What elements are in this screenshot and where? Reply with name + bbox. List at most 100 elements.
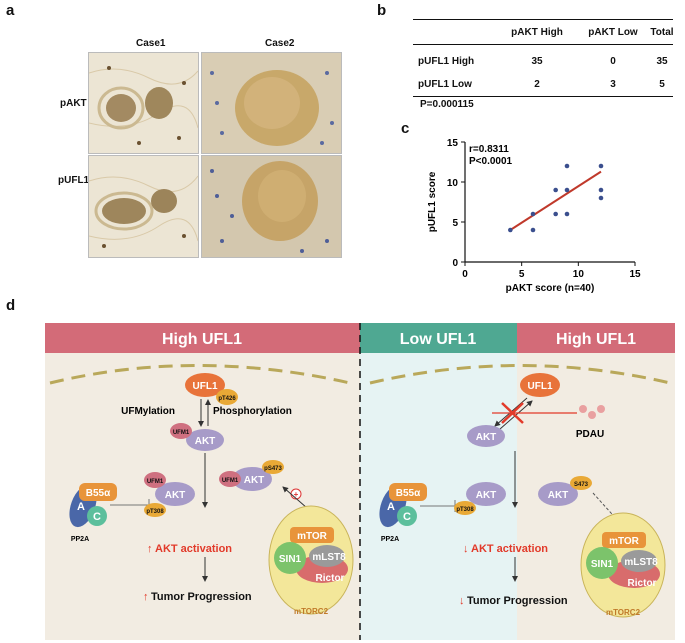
akt-pp2a-node: [155, 482, 195, 506]
table-row: pUFL1 Low 2 3 5: [418, 73, 676, 96]
ps473-node: [262, 460, 284, 474]
pp2a-c-label-right: C: [403, 511, 411, 523]
sin1-node-right: [586, 547, 618, 579]
akt-pp2a-label-right: AKT: [476, 490, 497, 501]
y-axis-label: pUFL1 score: [427, 171, 438, 232]
pdau-label: PDAU: [576, 429, 604, 440]
pt308-label-right: pT308: [456, 507, 474, 513]
ufmylation-label: UFMylation: [121, 406, 175, 417]
ufm1-label: UFM1: [173, 430, 190, 436]
contingency-table: pAKT High pAKT Low Total pUFL1 High 35 0…: [418, 21, 676, 96]
pp2a-c-subunit: [87, 506, 107, 526]
mtor-label: mTOR: [297, 531, 328, 542]
table-cell: pUFL1 Low: [418, 79, 472, 90]
up-arrow-icon: ↑: [147, 543, 153, 555]
case2-label: Case2: [265, 38, 295, 49]
left-header-title: High UFL1: [162, 331, 242, 348]
right-header: [517, 323, 675, 353]
table-bottom-rule: [413, 96, 673, 97]
s473-label: S473: [574, 482, 589, 488]
panel-label-d: d: [6, 297, 16, 314]
tumor-progression-label: Tumor Progression: [151, 591, 252, 603]
pt308-node: [144, 503, 166, 517]
x-tick-label: 15: [629, 269, 641, 280]
pp2a-c-label: C: [93, 511, 101, 523]
mlst8-node-right: [621, 550, 657, 572]
x-axis-label: pAKT score (n=40): [506, 283, 595, 294]
ufm1-pp2a-label: UFM1: [147, 479, 164, 485]
pakt-row-label: pAKT: [60, 98, 87, 109]
scatter-point: [530, 227, 536, 233]
pdau-molecule-icon: [579, 405, 587, 413]
panel-label-b: b: [377, 2, 387, 19]
ufl1-label: UFL1: [193, 381, 218, 392]
sin1-node: [274, 542, 306, 574]
phosphorylation-label: Phosphorylation: [213, 406, 292, 417]
scatter-point: [530, 211, 536, 217]
panel-label-c: c: [401, 120, 410, 137]
scatter-point: [564, 211, 570, 217]
table-cell: 3: [610, 79, 616, 90]
table-header-row: pAKT High pAKT Low Total: [418, 21, 676, 44]
regression-line: [509, 170, 602, 231]
akt-activation-label: AKT activation: [155, 543, 232, 555]
b55-node-right: [389, 483, 427, 501]
ufl1-node: [185, 373, 225, 397]
scatter-point: [598, 187, 604, 193]
mlst8-label: mLST8: [312, 552, 346, 563]
table-header-cell: pAKT Low: [588, 27, 638, 38]
table-header-cell: pAKT High: [511, 27, 563, 38]
b55-label-right: B55α: [396, 488, 421, 499]
ufm1-s473-node: [219, 471, 241, 487]
ihc-image-pufl1-case2: [201, 155, 342, 258]
chart-annotation-r: r=0.8311: [469, 144, 509, 155]
mtor-node: [290, 527, 334, 543]
pt308-label: pT308: [146, 509, 164, 515]
plus-label: +: [294, 490, 299, 499]
pt426-label: pT426: [218, 396, 236, 402]
down-arrow-icon: ↓: [459, 595, 465, 607]
sin1-label: SIN1: [279, 554, 302, 565]
table-row: pUFL1 High 35 0 35: [418, 50, 676, 73]
ufl1-node-right: [520, 373, 560, 397]
sin1-label-right: SIN1: [591, 559, 614, 570]
ihc-image-pakt-case1: [88, 52, 199, 154]
arrow-mtorc2-to-akt: [282, 486, 308, 509]
b55-label: B55α: [86, 488, 111, 499]
akt-activation-label-right: AKT activation: [471, 543, 548, 555]
ihc-image-pakt-case2: [201, 52, 342, 154]
chart-annotation-p: P<0.0001: [469, 156, 513, 167]
pt308-node-right: [454, 501, 476, 515]
middle-header: [360, 323, 517, 353]
scatter-point: [564, 187, 570, 193]
up-arrow-icon: ↑: [143, 591, 149, 603]
y-tick-label: 5: [452, 218, 458, 229]
s473-node: [570, 476, 592, 490]
mtorc2-label-right: mTORC2: [606, 608, 641, 617]
ufm1-pp2a-node: [144, 472, 166, 488]
table-cell: 0: [610, 56, 616, 67]
left-header: [45, 323, 360, 353]
table-header-cell: [418, 21, 496, 44]
ufm1-s473-label: UFM1: [222, 478, 239, 484]
pdau-molecule-icon: [597, 405, 605, 413]
pp2a-c-subunit-right: [397, 506, 417, 526]
middle-background: [360, 323, 517, 640]
akt-node: [186, 429, 224, 451]
akt-pp2a-node-right: [466, 482, 506, 506]
panel-label-a: a: [6, 2, 15, 19]
mlst8-label-right: mLST8: [624, 557, 658, 568]
y-tick-label: 15: [447, 138, 459, 149]
mtorc2-label: mTORC2: [294, 607, 329, 616]
ufl1-label-right: UFL1: [528, 381, 553, 392]
table-cell: 2: [534, 79, 540, 90]
mlst8-node: [309, 545, 345, 567]
case1-label: Case1: [136, 38, 166, 49]
scatter-point: [598, 163, 604, 169]
akt-s473-label-right: AKT: [548, 490, 569, 501]
pp2a-label: PP2A: [71, 536, 89, 543]
akt-label: AKT: [195, 436, 216, 447]
table-pvalue: P=0.000115: [420, 99, 474, 110]
akt-label-right: AKT: [476, 432, 497, 443]
